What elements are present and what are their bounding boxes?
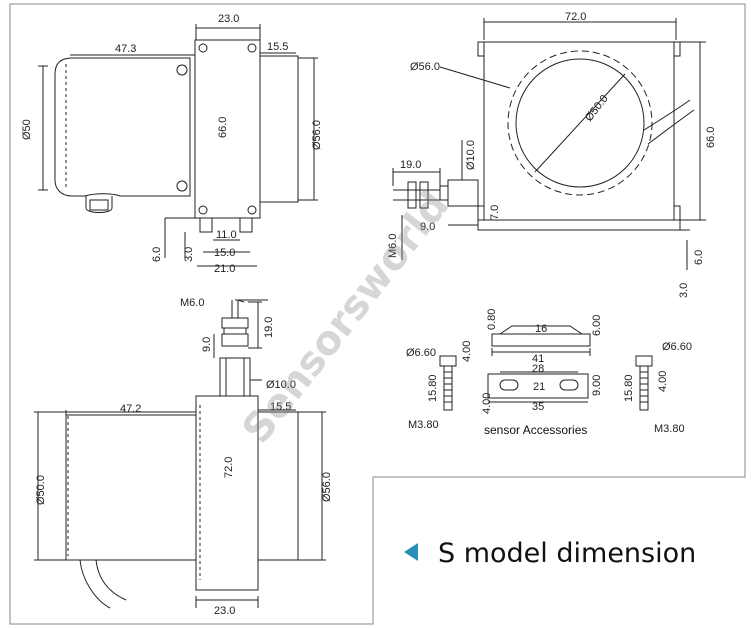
frame-outline [9, 3, 746, 625]
dim-label: 21 [533, 381, 545, 393]
dim-label: 21.0 [214, 263, 235, 275]
dim-label: 47.2 [120, 403, 141, 415]
dim-label: 47.3 [115, 43, 136, 55]
dim-label: Ø50.0 [35, 475, 47, 505]
dim-label: 4.00 [461, 341, 473, 362]
bottom-left-labels: M6.0 19.0 9.0 Ø10.0 47.2 15.5 Ø50.0 72.0… [35, 297, 333, 617]
dim-label: Ø6.60 [406, 347, 436, 359]
dim-label: 6.00 [591, 315, 603, 336]
dim-label: 15.80 [427, 374, 439, 402]
dim-label: 16 [535, 323, 547, 335]
dim-label: 7.0 [489, 205, 501, 220]
dim-label: 15.0 [214, 247, 235, 259]
dim-label: 35 [532, 401, 544, 413]
dim-label: 9.00 [591, 375, 603, 396]
top-right-view [392, 18, 706, 270]
dim-label: 19.0 [263, 317, 275, 338]
dim-label: 6.0 [693, 250, 705, 265]
dim-label: Ø10.0 [266, 379, 296, 391]
dim-label: 4.00 [657, 371, 669, 392]
dim-label: M6.0 [180, 297, 204, 309]
figure-caption: S model dimension [438, 538, 696, 569]
dim-label: Ø56.0 [410, 61, 440, 73]
dim-label: M3.80 [654, 423, 685, 435]
bottom-left-view [34, 299, 326, 609]
dim-label: 23.0 [214, 605, 235, 617]
top-left-view [38, 24, 318, 267]
dim-label: 3.0 [183, 247, 195, 262]
dim-label: Ø50 [21, 119, 33, 140]
dim-label: 15.80 [623, 374, 635, 402]
dim-label: 66.0 [705, 127, 717, 148]
dim-label: 0.80 [486, 309, 498, 330]
accessories-caption: sensor Accessories [484, 423, 587, 437]
dim-label: 3.0 [678, 283, 690, 298]
dim-label: M3.80 [408, 419, 439, 431]
dim-label: M6.0 [387, 234, 399, 258]
dim-label: Ø50.0 [583, 93, 611, 124]
top-right-labels: 72.0 Ø56.0 Ø50.0 66.0 19.0 Ø10.0 M6.0 9.… [387, 11, 717, 298]
dim-label: Ø56.0 [311, 120, 323, 150]
dim-label: 4.00 [481, 393, 493, 414]
dim-label: 19.0 [400, 159, 421, 171]
dim-label: 66.0 [217, 117, 229, 138]
dim-label: 9.0 [420, 221, 435, 233]
accessories-drawing [439, 325, 653, 411]
dim-label: 6.0 [151, 247, 163, 262]
dim-label: 11.0 [216, 229, 237, 241]
dim-label: 41 [532, 353, 544, 365]
dim-label: 15.5 [267, 41, 288, 53]
dim-label: 9.0 [201, 337, 213, 352]
accessories-labels: 0.80 16 6.00 41 28 21 9.00 4.00 35 Ø6.60… [406, 309, 692, 437]
dim-label: Ø10.0 [465, 140, 477, 170]
dim-label: 15.5 [270, 401, 291, 413]
dim-label: 23.0 [218, 13, 239, 25]
top-left-labels: 23.0 47.3 15.5 Ø50 66.0 Ø56.0 11.0 15.0 … [21, 13, 323, 275]
dim-label: 28 [532, 363, 544, 375]
dim-label: 72.0 [565, 11, 586, 23]
dim-label: Ø6.60 [662, 341, 692, 353]
dim-label: 72.0 [223, 457, 235, 478]
dim-label: Ø56.0 [321, 472, 333, 502]
caption-marker-icon [404, 543, 418, 561]
